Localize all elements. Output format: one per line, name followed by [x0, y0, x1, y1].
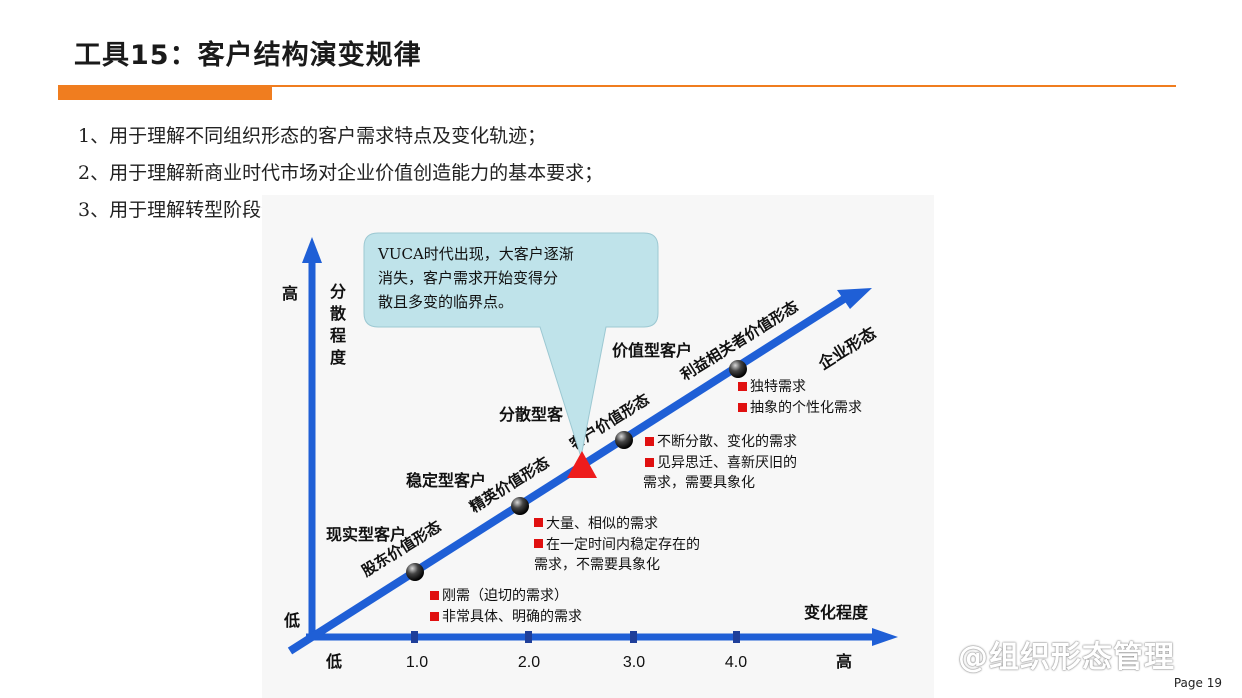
callout-line: VUCA时代出现，大客户逐渐 — [377, 245, 574, 263]
x-tick-mark — [525, 631, 532, 643]
y-axis-title-char: 度 — [330, 348, 347, 367]
title-accent-bar — [58, 85, 272, 100]
callout-line: 消失，客户需求开始变得分 — [378, 269, 558, 287]
bullet-icon — [645, 437, 654, 446]
bullet-icon — [738, 382, 747, 391]
customer-type-label: 价值型客户 — [612, 341, 692, 360]
need-item: 刚需（迫切的需求） — [442, 588, 568, 604]
y-axis-title-char: 程 — [330, 326, 346, 345]
callout-line: 散且多变的临界点。 — [378, 293, 513, 311]
customer-structure-diagram: 1.0 2.0 3.0 4.0 低 高 低 高 变化程度 分 散 程 度 企业形… — [262, 195, 934, 698]
need-item: 需求，不需要具象化 — [534, 557, 660, 573]
need-item: 抽象的个性化需求 — [750, 400, 862, 416]
x-axis-arrow-icon — [872, 628, 898, 646]
y-axis-title-char: 分 — [330, 282, 346, 301]
watermark: @组织形态管理 — [958, 640, 1175, 675]
diagonal-title: 企业形态 — [814, 323, 879, 374]
bullet-icon — [534, 539, 543, 548]
customer-type-label: 现实型客户 — [326, 525, 406, 544]
purpose-item: 2、用于理解新商业时代市场对企业价值创造能力的基本要求； — [78, 162, 604, 184]
y-high-label: 高 — [282, 284, 298, 303]
bullet-icon — [430, 612, 439, 621]
customer-type-label: 稳定型客户 — [406, 471, 486, 490]
x-low-label: 低 — [325, 652, 342, 671]
need-item: 不断分散、变化的需求 — [657, 434, 797, 450]
y-axis-arrow-icon — [302, 237, 322, 263]
diagram-canvas: 1.0 2.0 3.0 4.0 低 高 低 高 变化程度 分 散 程 度 企业形… — [282, 232, 898, 671]
page-number: Page 19 — [1173, 676, 1222, 690]
diagonal-arrow-icon — [837, 288, 872, 309]
bullet-icon — [534, 518, 543, 527]
need-item: 独特需求 — [750, 379, 806, 395]
purpose-item: 1、用于理解不同组织形态的客户需求特点及变化轨迹； — [78, 125, 547, 147]
x-tick-label: 1.0 — [406, 654, 428, 671]
critical-point-triangle-icon — [567, 451, 597, 478]
stage-marker — [729, 360, 747, 378]
stage-marker — [406, 563, 424, 581]
x-axis-title: 变化程度 — [804, 603, 869, 622]
need-item: 在一定时间内稳定存在的 — [546, 537, 700, 553]
bullet-icon — [738, 403, 747, 412]
x-tick-label: 3.0 — [623, 654, 645, 671]
customer-type-label: 分散型客 — [499, 405, 564, 424]
y-axis-title-char: 散 — [330, 304, 347, 323]
need-item: 需求，需要具象化 — [643, 475, 755, 491]
bullet-icon — [645, 458, 654, 467]
x-tick-mark — [630, 631, 637, 643]
x-high-label: 高 — [836, 652, 852, 671]
stage-marker — [615, 431, 633, 449]
x-tick-label: 2.0 — [518, 654, 540, 671]
enterprise-form-axis — [287, 293, 850, 655]
need-item: 非常具体、明确的需求 — [442, 609, 582, 625]
x-tick-mark — [411, 631, 418, 643]
page-title: 工具15：客户结构演变规律 — [74, 40, 422, 71]
stage-marker — [511, 497, 529, 515]
bullet-icon — [430, 591, 439, 600]
vuca-callout — [363, 232, 659, 458]
title-rule — [58, 85, 1176, 87]
y-low-label: 低 — [283, 611, 300, 630]
need-item: 大量、相似的需求 — [546, 516, 658, 532]
need-item: 见异思迁、喜新厌旧的 — [657, 455, 797, 471]
x-tick-mark — [733, 631, 740, 643]
x-tick-label: 4.0 — [725, 654, 747, 671]
